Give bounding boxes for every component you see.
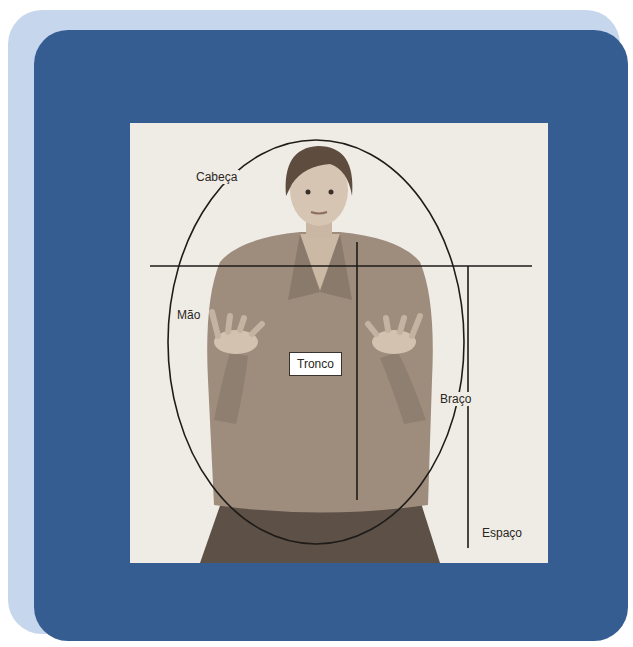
part-label: Espaço bbox=[480, 526, 524, 540]
signing-space-ellipse bbox=[168, 140, 464, 544]
part-label: Braço bbox=[438, 392, 473, 406]
signer-figure bbox=[200, 146, 440, 563]
frame-panel bbox=[34, 30, 628, 641]
part-label: Mão bbox=[175, 308, 202, 322]
photo-ground bbox=[130, 123, 548, 563]
horizontal-axis bbox=[150, 265, 532, 267]
box-text: Tronco bbox=[297, 357, 334, 371]
space-lines bbox=[150, 140, 532, 548]
vertical-axis bbox=[356, 242, 358, 500]
part-label: Cabeça bbox=[194, 170, 239, 184]
label-box: Tronco bbox=[289, 352, 342, 376]
space-line bbox=[467, 266, 469, 548]
